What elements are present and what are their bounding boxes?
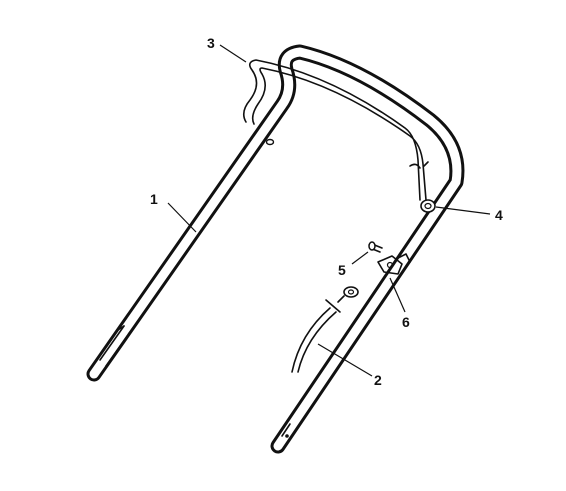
leader-3: [219, 44, 247, 63]
leader-6: [389, 277, 406, 313]
callout-4: 4: [495, 207, 503, 223]
callout-labels: 1 2 3 4 5 6: [150, 35, 503, 388]
callout-3: 3: [207, 35, 215, 51]
leader-2: [317, 343, 373, 377]
callout-2: 2: [374, 372, 382, 388]
callout-6: 6: [402, 314, 410, 330]
screw-part-5: [368, 241, 383, 253]
leader-5: [351, 251, 369, 265]
control-bail-part-3: [242, 59, 429, 201]
control-cable-part-2: [291, 286, 359, 373]
leader-lines: [167, 44, 491, 377]
handle-bar-part-1: [86, 44, 465, 454]
leader-1: [167, 202, 197, 233]
leader-4: [435, 206, 491, 215]
callout-1: 1: [150, 191, 158, 207]
cable-connector-part-4: [420, 199, 436, 213]
callout-5: 5: [338, 262, 346, 278]
cable-bracket-part-6: [377, 253, 411, 275]
